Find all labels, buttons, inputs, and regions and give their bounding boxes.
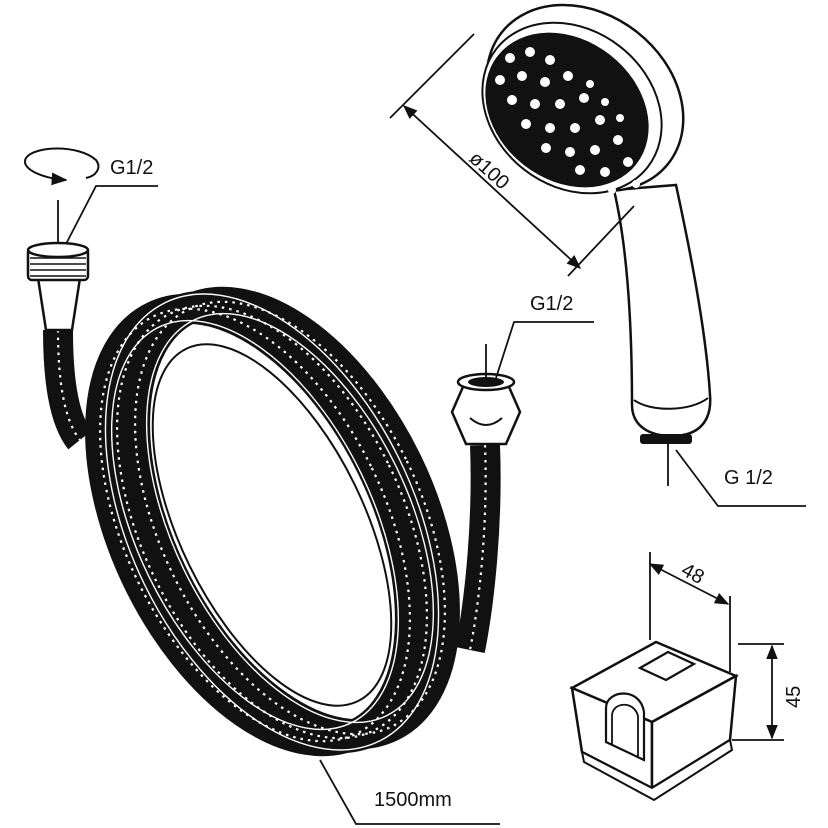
bracket-width-label: 48 xyxy=(678,559,708,589)
hand-shower: G 1/2 ø100 xyxy=(389,3,806,507)
handle-thread-label: G 1/2 xyxy=(724,467,773,489)
bracket-height-label: 45 xyxy=(783,686,805,708)
shower-hose xyxy=(43,286,501,757)
hose-end-thread-label: G1/2 xyxy=(110,157,153,179)
head-diameter-label: ø100 xyxy=(465,147,514,194)
hose-hex-nut xyxy=(450,344,522,446)
rotation-arrow-icon xyxy=(23,147,100,186)
nut-thread-label: G1/2 xyxy=(530,293,573,315)
wall-bracket: 48 45 xyxy=(569,552,805,802)
hose-length-label: 1500mm xyxy=(374,789,452,811)
hose-cone-fitting xyxy=(26,241,90,332)
